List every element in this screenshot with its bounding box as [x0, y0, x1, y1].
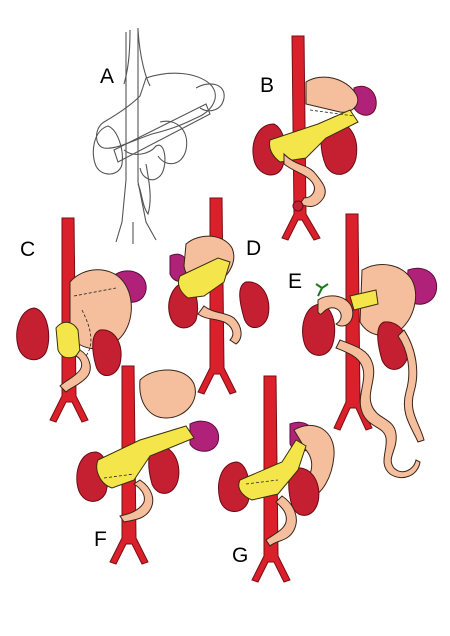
panel-label-c: C [20, 238, 35, 261]
panel-c-pancreas [55, 321, 81, 359]
panel-b-jejunum [283, 152, 326, 207]
panel-g-stitch [245, 479, 279, 485]
panel-e-colon [397, 329, 425, 443]
panel-label-e: E [288, 270, 302, 293]
panel-a-aorta-outline [115, 28, 157, 244]
panel-a-kidney-left-outline [92, 125, 123, 175]
panel-e-kidney-left [302, 303, 336, 356]
panel-d-kidney-right [239, 281, 270, 328]
panel-e-duodenal-loop [317, 295, 354, 327]
panel-a-kidney-right-outline [157, 120, 188, 165]
panel-f-spleen [189, 420, 220, 452]
panel-b-stomach [305, 76, 359, 113]
panel-f-jejunum [119, 479, 154, 523]
panel-label-b: B [260, 74, 274, 97]
panel-a-stomach-outline [95, 72, 216, 149]
panel-f-kidney-right [148, 445, 180, 494]
panel-label-g: G [232, 544, 248, 567]
panel-g-pancreas [238, 439, 307, 501]
panel-f-pancreas [96, 425, 195, 489]
panel-c-stomach [69, 269, 132, 350]
panel-d-aorta [197, 197, 237, 395]
panel-label-d: D [246, 237, 261, 260]
panel-e: E [288, 213, 438, 478]
panel-a-esophagus-outline [123, 29, 151, 87]
panel-d: D [168, 197, 270, 395]
panel-e-clip [315, 283, 329, 297]
panel-b-spleen [353, 85, 377, 116]
panel-c-jejunum [59, 349, 91, 393]
panel-e-stomach [359, 264, 416, 337]
panel-g: G [218, 375, 335, 583]
panel-c: C [16, 217, 147, 423]
panel-c-kidney-left [16, 307, 50, 361]
panel-d-pancreas [177, 257, 231, 299]
panel-e-small-bowel [335, 339, 421, 478]
panel-a-duodenum-outline [123, 144, 166, 216]
panel-e-pancreas [349, 289, 379, 311]
panel-a-pancreas-outline [113, 103, 211, 163]
panel-f-stomach [139, 369, 196, 419]
panel-a: A [92, 28, 225, 244]
panel-g-jejunum [265, 495, 297, 547]
panel-b-pancreas-stitch [309, 109, 355, 117]
panel-label-a: A [100, 65, 114, 88]
panel-d-jejunum [197, 305, 242, 345]
panel-label-f: F [94, 528, 107, 551]
panel-g-kidney-right [288, 467, 320, 516]
panel-g-stomach [293, 424, 335, 499]
panel-c-kidney-right [92, 329, 122, 376]
panel-f-stitch [103, 473, 135, 479]
panel-b-pancreas [269, 109, 359, 163]
panel-c-stitch [73, 287, 117, 357]
panel-b-bowel-end [292, 200, 304, 212]
panel-e-aorta [333, 213, 373, 431]
panel-f: F [76, 365, 220, 565]
panel-b: B [252, 35, 377, 241]
